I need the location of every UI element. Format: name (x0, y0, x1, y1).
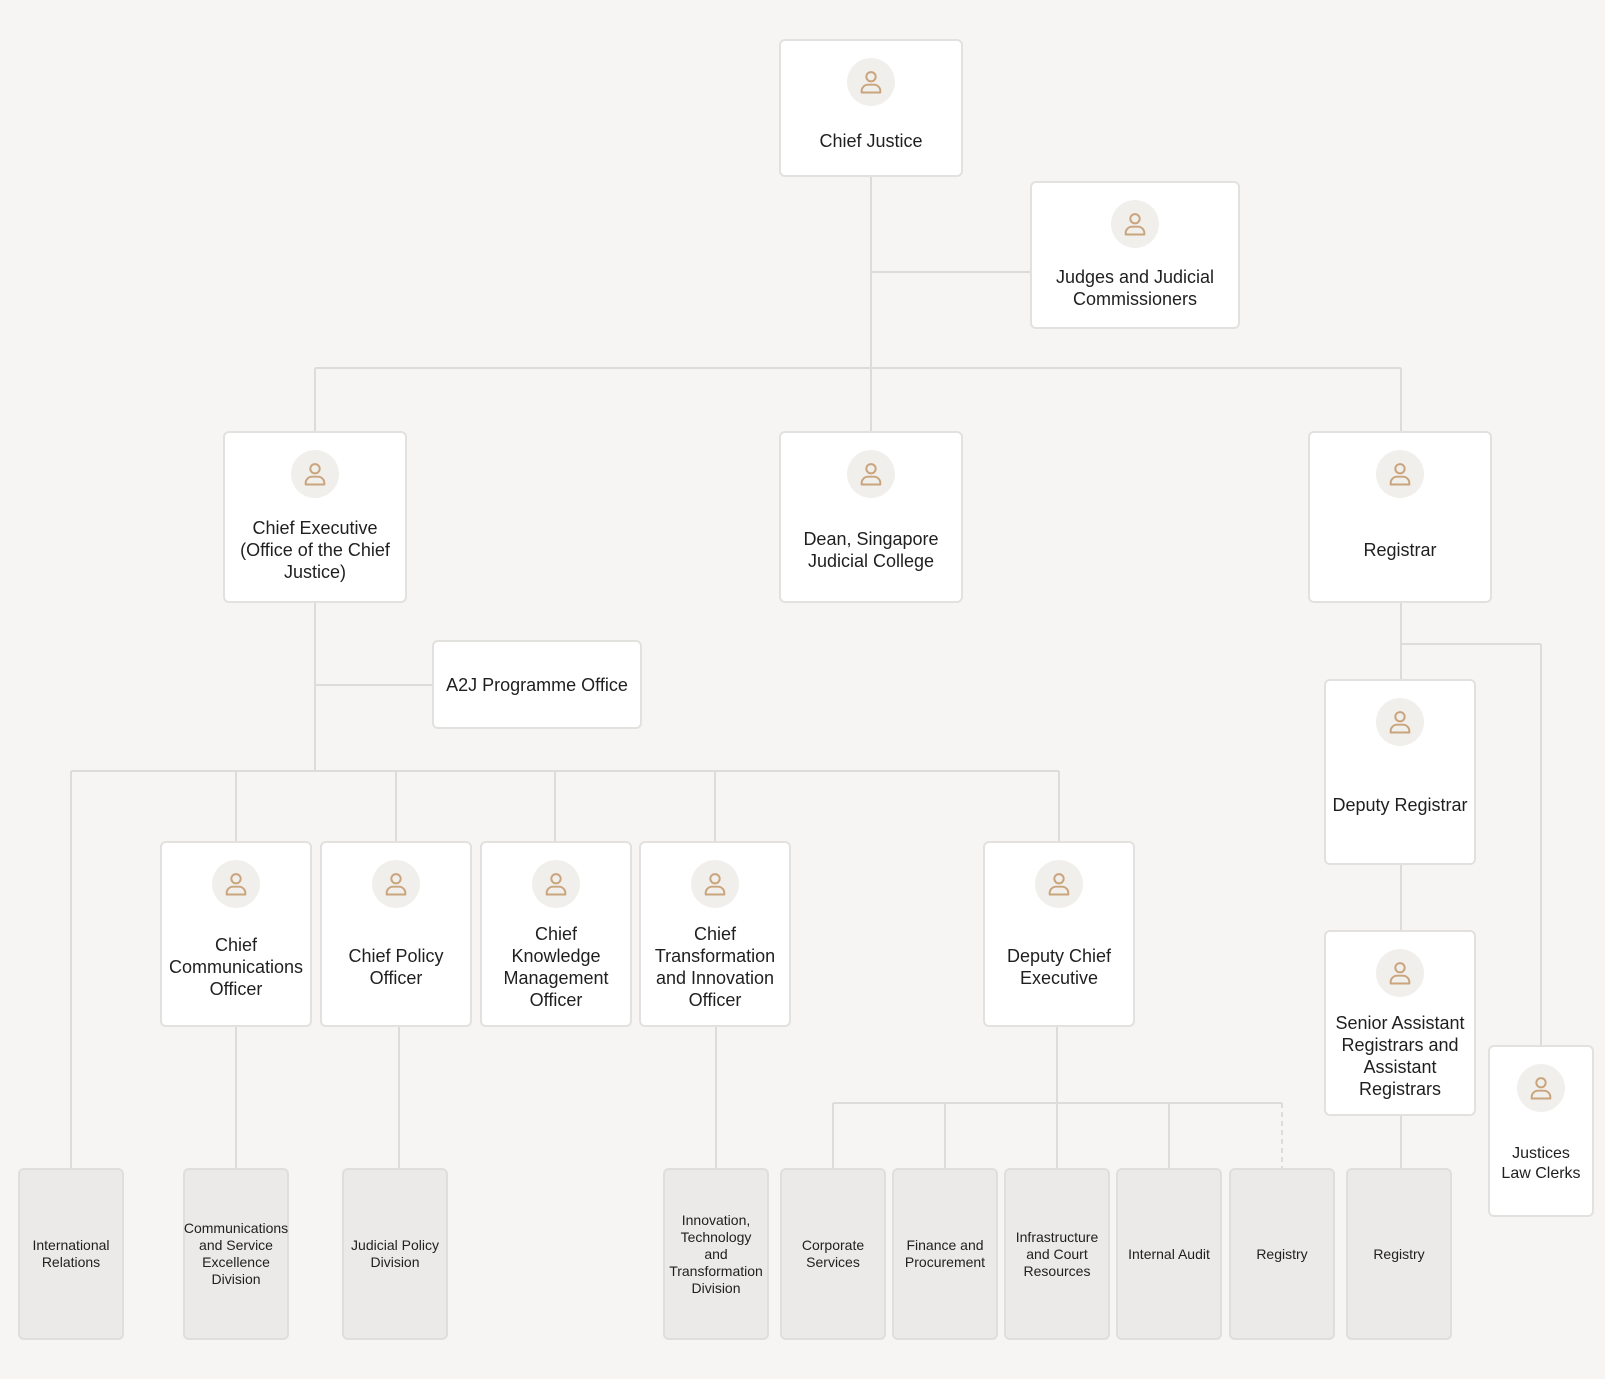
unit-label: International Relations (32, 1237, 110, 1270)
person-icon (1376, 698, 1424, 746)
unit-international-relations: International Relations (18, 1168, 124, 1340)
role-label: Deputy Chief Executive (1006, 945, 1112, 988)
role-chief-justice: Chief Justice (779, 39, 963, 177)
unit-finance-and-procurement: Finance and Procurement (892, 1168, 998, 1340)
role-chief-policy-officer: Chief Policy Officer (320, 841, 472, 1027)
person-icon (847, 450, 895, 498)
unit-label: Registry (1373, 1245, 1425, 1262)
person-icon (291, 450, 339, 498)
unit-label: Finance and Procurement (904, 1237, 986, 1270)
person-icon (1376, 949, 1424, 997)
role-label: Justices Law Clerks (1501, 1144, 1581, 1182)
role-deputy-registrar: Deputy Registrar (1324, 679, 1476, 865)
unit-label: Judicial Policy Division (351, 1237, 439, 1270)
unit-label: Innovation, Technology and Transformatio… (669, 1211, 763, 1296)
role-label: Deputy Registrar (1332, 794, 1468, 815)
role-label: A2J Programme Office (446, 674, 628, 695)
role-a2j-programme-office: A2J Programme Office (432, 640, 642, 729)
person-icon (847, 58, 895, 106)
person-icon (532, 860, 580, 908)
role-chief-communications-officer: Chief Communications Officer (160, 841, 312, 1027)
role-chief-transformation-and-innovation-officer: Chief Transformation and Innovation Offi… (639, 841, 791, 1027)
unit-registry-senior-assistant-registrars: Registry (1346, 1168, 1452, 1340)
unit-label: Corporate Services (801, 1237, 865, 1270)
role-deputy-chief-executive: Deputy Chief Executive (983, 841, 1135, 1027)
unit-judicial-policy-division: Judicial Policy Division (342, 1168, 448, 1340)
person-icon (372, 860, 420, 908)
person-icon (691, 860, 739, 908)
role-label: Judges and Judicial Commissioners (1055, 266, 1215, 309)
unit-label: Communications and Service Excellence Di… (183, 1220, 289, 1287)
role-label: Chief Knowledge Management Officer (503, 923, 609, 1010)
unit-label: Registry (1256, 1245, 1308, 1262)
role-chief-knowledge-management-officer: Chief Knowledge Management Officer (480, 841, 632, 1027)
role-senior-assistant-registrars: Senior Assistant Registrars and Assistan… (1324, 930, 1476, 1116)
role-label: Senior Assistant Registrars and Assistan… (1335, 1012, 1465, 1099)
unit-label: Internal Audit (1128, 1245, 1210, 1262)
unit-corporate-services: Corporate Services (780, 1168, 886, 1340)
role-chief-executive: Chief Executive (Office of the Chief Jus… (223, 431, 407, 603)
role-registrar: Registrar (1308, 431, 1492, 603)
role-label: Chief Justice (819, 130, 923, 151)
unit-registry-deputy-chief-executive: Registry (1229, 1168, 1335, 1340)
person-icon (212, 860, 260, 908)
unit-internal-audit: Internal Audit (1116, 1168, 1222, 1340)
role-label: Chief Communications Officer (168, 934, 304, 999)
person-icon (1111, 200, 1159, 248)
person-icon (1035, 860, 1083, 908)
unit-innovation-technology-and-transformation-division: Innovation, Technology and Transformatio… (663, 1168, 769, 1340)
role-label: Chief Transformation and Innovation Offi… (654, 923, 776, 1010)
person-icon (1517, 1064, 1565, 1112)
role-dean-singapore-judicial-college: Dean, Singapore Judicial College (779, 431, 963, 603)
unit-communications-and-service-excellence-division: Communications and Service Excellence Di… (183, 1168, 289, 1340)
role-label: Registrar (1363, 539, 1437, 560)
role-label: Dean, Singapore Judicial College (803, 528, 939, 571)
role-label: Chief Policy Officer (348, 945, 444, 988)
unit-label: Infrastructure and Court Resources (1015, 1228, 1099, 1279)
person-icon (1376, 450, 1424, 498)
role-label: Chief Executive (Office of the Chief Jus… (240, 517, 390, 582)
role-justices-law-clerks: Justices Law Clerks (1488, 1045, 1594, 1217)
unit-infrastructure-and-court-resources: Infrastructure and Court Resources (1004, 1168, 1110, 1340)
role-judges-and-judicial-commissioners: Judges and Judicial Commissioners (1030, 181, 1240, 329)
